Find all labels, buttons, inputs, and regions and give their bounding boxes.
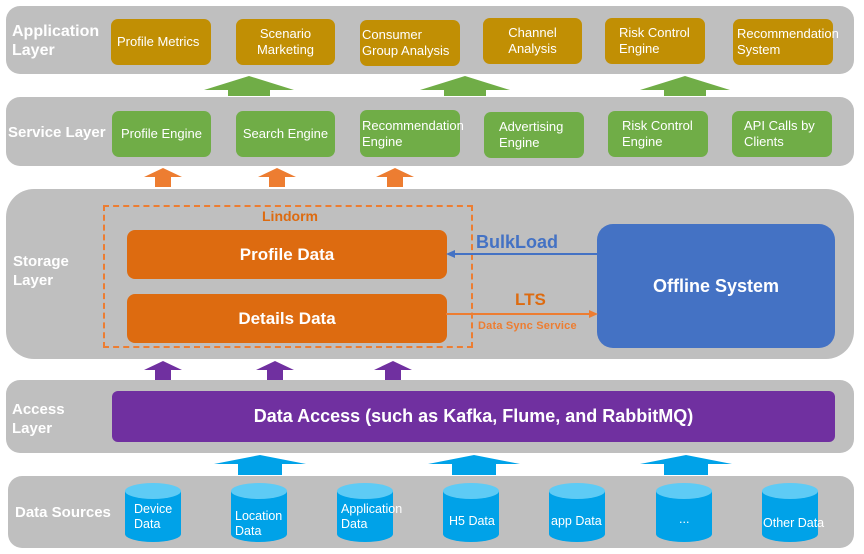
data-source-label: ... (679, 512, 690, 526)
lindorm-container (103, 205, 473, 348)
up-arrow-green-2 (420, 76, 510, 96)
access-layer-label: Access Layer (12, 400, 65, 438)
up-arrow-orange-1 (144, 168, 182, 187)
database-cylinder-icon (443, 483, 499, 542)
lindorm-label: Lindorm (262, 208, 318, 224)
data-source-5[interactable]: app Data (548, 482, 606, 544)
app-channel-analysis[interactable]: Channel Analysis (483, 18, 582, 64)
database-cylinder-icon (549, 483, 605, 542)
data-source-7[interactable]: Other Data (761, 482, 824, 544)
offline-system-box[interactable]: Offline System (597, 224, 835, 348)
profile-data-box[interactable]: Profile Data (127, 230, 447, 279)
details-data-box[interactable]: Details Data (127, 294, 447, 343)
app-risk-control-engine[interactable]: Risk Control Engine (605, 18, 705, 64)
svc-item-label: Search Engine (242, 126, 329, 141)
data-source-3[interactable]: Application Data (336, 482, 402, 544)
app-item-label: Consumer Group Analysis (362, 27, 450, 58)
storage-layer-label-line2: Layer (13, 272, 54, 289)
application-layer-label: Application Layer (12, 22, 99, 60)
svc-advertising-engine[interactable]: Advertising Engine (484, 112, 584, 158)
access-layer-label-line1: Access (12, 401, 65, 418)
app-profile-metrics[interactable]: Profile Metrics (111, 19, 211, 65)
storage-layer-label-line1: Storage (13, 253, 69, 270)
bulkload-label: BulkLoad (476, 232, 559, 252)
application-layer-label-line2: Layer (12, 42, 55, 59)
up-arrow-green-1 (204, 76, 294, 96)
data-access-box[interactable]: Data Access (such as Kafka, Flume, and R… (112, 391, 835, 442)
lts-sub-label: Data Sync Service (478, 320, 577, 332)
data-source-label: app Data (551, 514, 602, 528)
up-arrow-orange-2 (258, 168, 296, 187)
lts-label: LTS (515, 290, 546, 309)
data-source-label: Device Data (134, 502, 173, 531)
app-item-label: Scenario Marketing (256, 26, 315, 57)
up-arrow-orange-3 (376, 168, 414, 187)
app-item-label: Risk Control Engine (619, 25, 690, 56)
up-arrow-blue-1 (214, 455, 306, 475)
svc-item-label: Profile Engine (121, 126, 202, 141)
data-source-4[interactable]: H5 Data (442, 482, 500, 544)
data-source-2[interactable]: Location Data (230, 482, 288, 544)
app-item-label: Recommendation System (737, 26, 839, 57)
app-item-label: Channel Analysis (508, 25, 557, 56)
application-layer-label-line1: Application (12, 23, 100, 40)
up-arrow-purple-1 (144, 361, 182, 380)
up-arrow-purple-3 (374, 361, 412, 380)
database-cylinder-icon (762, 483, 818, 542)
app-consumer-group-analysis[interactable]: Consumer Group Analysis (360, 20, 460, 66)
svc-item-label: Risk Control Engine (622, 118, 693, 149)
up-arrow-blue-3 (640, 455, 732, 475)
service-layer-label: Service Layer (8, 124, 106, 141)
data-source-label: Other Data (763, 516, 825, 530)
up-arrow-blue-2 (428, 455, 520, 475)
svc-recommendation-engine[interactable]: Recommendation Engine (360, 110, 464, 157)
data-source-label: Location Data (235, 509, 283, 538)
app-scenario-marketing[interactable]: Scenario Marketing (236, 19, 335, 65)
database-cylinder-icon (656, 483, 712, 542)
app-item-label: Profile Metrics (117, 34, 200, 49)
svc-item-label: Recommendation Engine (362, 117, 464, 149)
app-recommendation-system[interactable]: Recommendation System (733, 19, 839, 65)
svc-profile-engine[interactable]: Profile Engine (112, 111, 211, 157)
up-arrow-purple-2 (256, 361, 294, 380)
bulkload-arrow (446, 250, 598, 258)
data-sources-label: Data Sources (15, 504, 111, 521)
up-arrow-green-3 (640, 76, 730, 96)
data-source-label: Application Data (341, 502, 403, 531)
data-source-1[interactable]: Device Data (124, 482, 182, 544)
svc-search-engine[interactable]: Search Engine (236, 111, 335, 157)
database-cylinder-icon (337, 483, 393, 542)
svc-item-label: API Calls by Clients (744, 118, 815, 149)
database-cylinder-icon (231, 483, 287, 542)
access-layer-label-line2: Layer (12, 420, 53, 437)
storage-layer-label: Storage Layer (13, 252, 69, 290)
svc-item-label: Advertising Engine (499, 119, 564, 150)
svc-risk-control-engine[interactable]: Risk Control Engine (608, 111, 708, 157)
data-source-label: H5 Data (449, 514, 495, 528)
lts-arrow (446, 310, 598, 318)
data-source-6[interactable]: ... (655, 482, 713, 544)
svc-api-calls-by-clients[interactable]: API Calls by Clients (732, 111, 832, 157)
database-cylinder-icon (125, 483, 181, 542)
